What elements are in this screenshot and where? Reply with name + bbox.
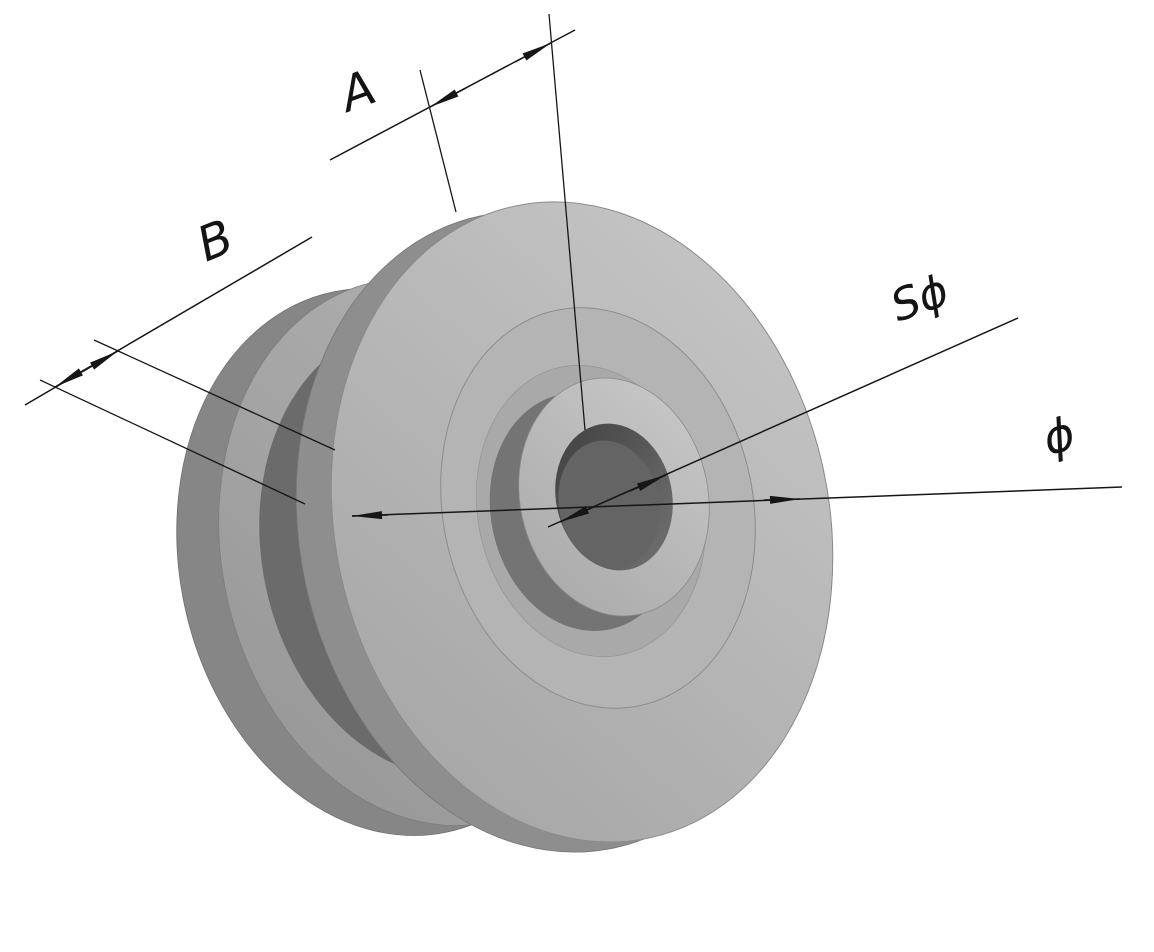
arrowhead: [429, 87, 467, 108]
arrowhead: [514, 42, 552, 63]
dimension-label-a: A: [330, 59, 383, 124]
dimension-line: [351, 486, 1123, 517]
arrowhead: [81, 350, 119, 373]
arrowhead: [763, 495, 801, 504]
bore-inner-wall: [558, 440, 660, 568]
extension-line: [39, 379, 306, 505]
arrowhead: [559, 505, 597, 523]
leader-line: [547, 317, 1019, 528]
arrowhead: [351, 511, 389, 520]
dimension-label-outer-diameter: ϕ: [1038, 406, 1081, 466]
extension-line: [419, 69, 457, 213]
arrowhead: [629, 474, 667, 492]
wheel-3d-model: [176, 201, 834, 853]
dimension-label-bore-diameter: Sϕ: [884, 265, 955, 332]
extension-line: [548, 13, 586, 431]
dimension-label-b: B: [190, 209, 242, 273]
extension-line: [93, 339, 336, 451]
